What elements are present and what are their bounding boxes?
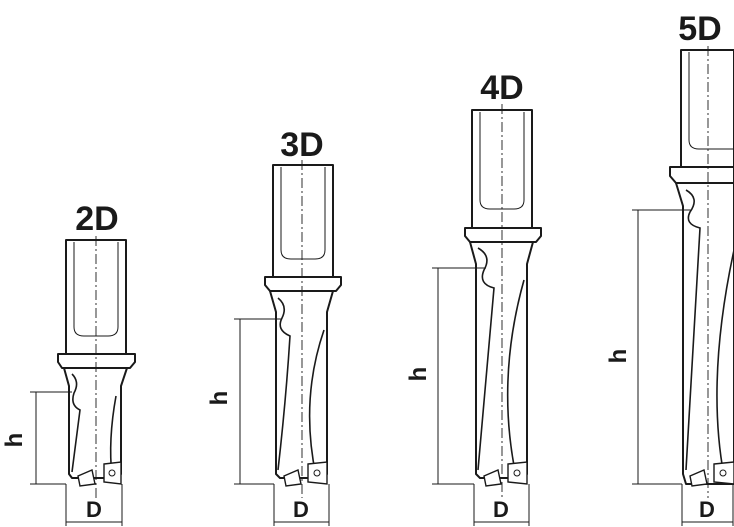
drill-2d-flute <box>71 373 81 473</box>
drill-3d-shank-flat <box>280 167 326 260</box>
drill-2d-h-label: h <box>1 433 28 448</box>
drill-5d: 5D h D <box>605 10 734 526</box>
drill-2d-d-label: D <box>86 497 102 522</box>
drill-4d-body <box>469 241 534 479</box>
drill-2d-collar <box>57 353 136 369</box>
drill-4d: 4D h D <box>405 69 542 526</box>
drill-5d-body <box>675 182 734 485</box>
drill-5d-insert-2 <box>689 469 708 487</box>
drill-4d-h-label: h <box>405 367 432 382</box>
drill-2d-insert-screw <box>108 469 116 477</box>
drill-3d: 3D h D <box>206 126 342 526</box>
drill-3d-d-label: D <box>293 497 309 522</box>
drill-5d-title: 5D <box>678 10 721 48</box>
drill-3d-insert-2 <box>283 469 302 487</box>
drill-5d-flute-2 <box>716 249 734 477</box>
drill-5d-shank <box>680 49 734 168</box>
drill-5d-collar <box>669 166 734 184</box>
drill-4d-flute <box>477 247 495 471</box>
drill-4d-title: 4D <box>480 69 523 107</box>
drill-3d-h-label: h <box>206 391 233 406</box>
drill-4d-insert <box>507 461 528 485</box>
drill-5d-d-label: D <box>699 497 715 522</box>
drill-4d-insert-2 <box>483 469 502 487</box>
drill-5d-h-label: h <box>605 349 632 364</box>
drill-2d-insert-2 <box>77 469 96 487</box>
drill-3d-flute-2 <box>308 329 325 477</box>
drill-5d-insert-screw <box>719 469 727 477</box>
drill-5d-insert <box>713 461 734 485</box>
drill-3d-shank <box>272 164 334 278</box>
drill-2d-insert <box>103 461 122 485</box>
drill-3d-title: 3D <box>280 126 323 164</box>
drill-2d-title: 2D <box>75 200 118 238</box>
drill-2d: 2D h D <box>1 200 136 526</box>
drill-4d-d-label: D <box>493 497 509 522</box>
drill-3d-insert <box>307 461 328 485</box>
drill-4d-collar <box>464 227 542 243</box>
drill-3d-flute <box>277 297 291 471</box>
drill-3d-insert-screw <box>313 469 321 477</box>
drill-5d-shank-flat <box>688 52 734 150</box>
drill-4d-insert-screw <box>513 469 521 477</box>
drill-3d-collar <box>264 276 342 292</box>
drill-4d-flute-2 <box>506 279 525 477</box>
drill-5d-flute <box>685 189 701 471</box>
